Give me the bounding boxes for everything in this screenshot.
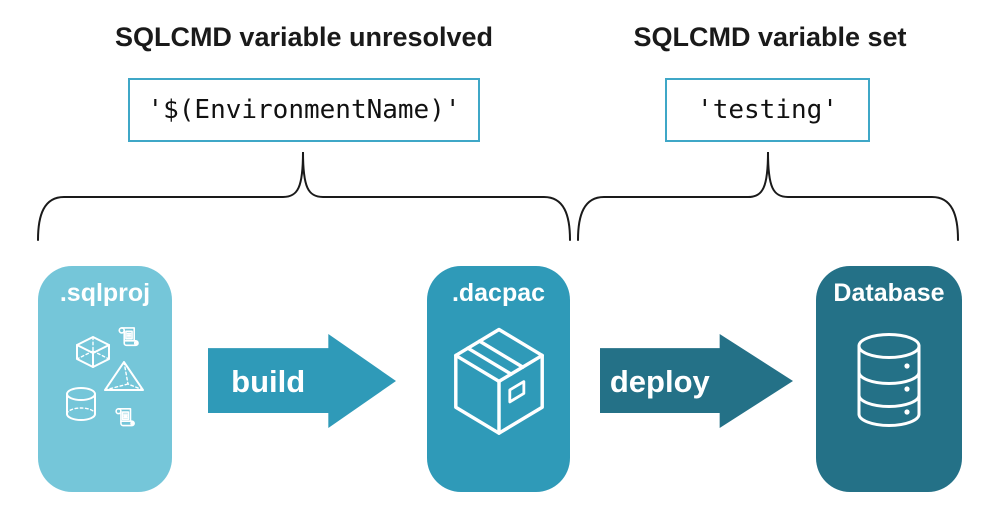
heading-sqlcmd-set: SQLCMD variable set <box>633 22 907 52</box>
code-value-unresolved: '$(EnvironmentName)' <box>147 95 461 125</box>
package-box-icon <box>454 327 544 435</box>
sql-objects-icons <box>66 326 144 427</box>
heading-sqlcmd-unresolved: SQLCMD variable unresolved <box>114 22 494 52</box>
node-sqlproj-label: .sqlproj <box>59 279 151 307</box>
deploy-arrow: deploy <box>600 334 793 428</box>
code-box-unresolved: '$(EnvironmentName)' <box>128 78 480 142</box>
build-arrow-label: build <box>231 363 306 399</box>
code-value-set: 'testing' <box>697 95 838 125</box>
brace-right-icon <box>577 151 959 241</box>
node-database: Database <box>816 266 962 492</box>
node-dacpac: .dacpac <box>427 266 570 492</box>
brace-left-icon <box>37 151 571 241</box>
code-box-set: 'testing' <box>665 78 870 142</box>
node-database-label: Database <box>833 279 945 307</box>
node-dacpac-label: .dacpac <box>451 279 546 307</box>
database-cylinder-icon <box>857 333 921 427</box>
build-arrow: build <box>208 334 396 428</box>
deploy-arrow-label: deploy <box>609 363 710 399</box>
node-sqlproj: .sqlproj <box>38 266 172 492</box>
